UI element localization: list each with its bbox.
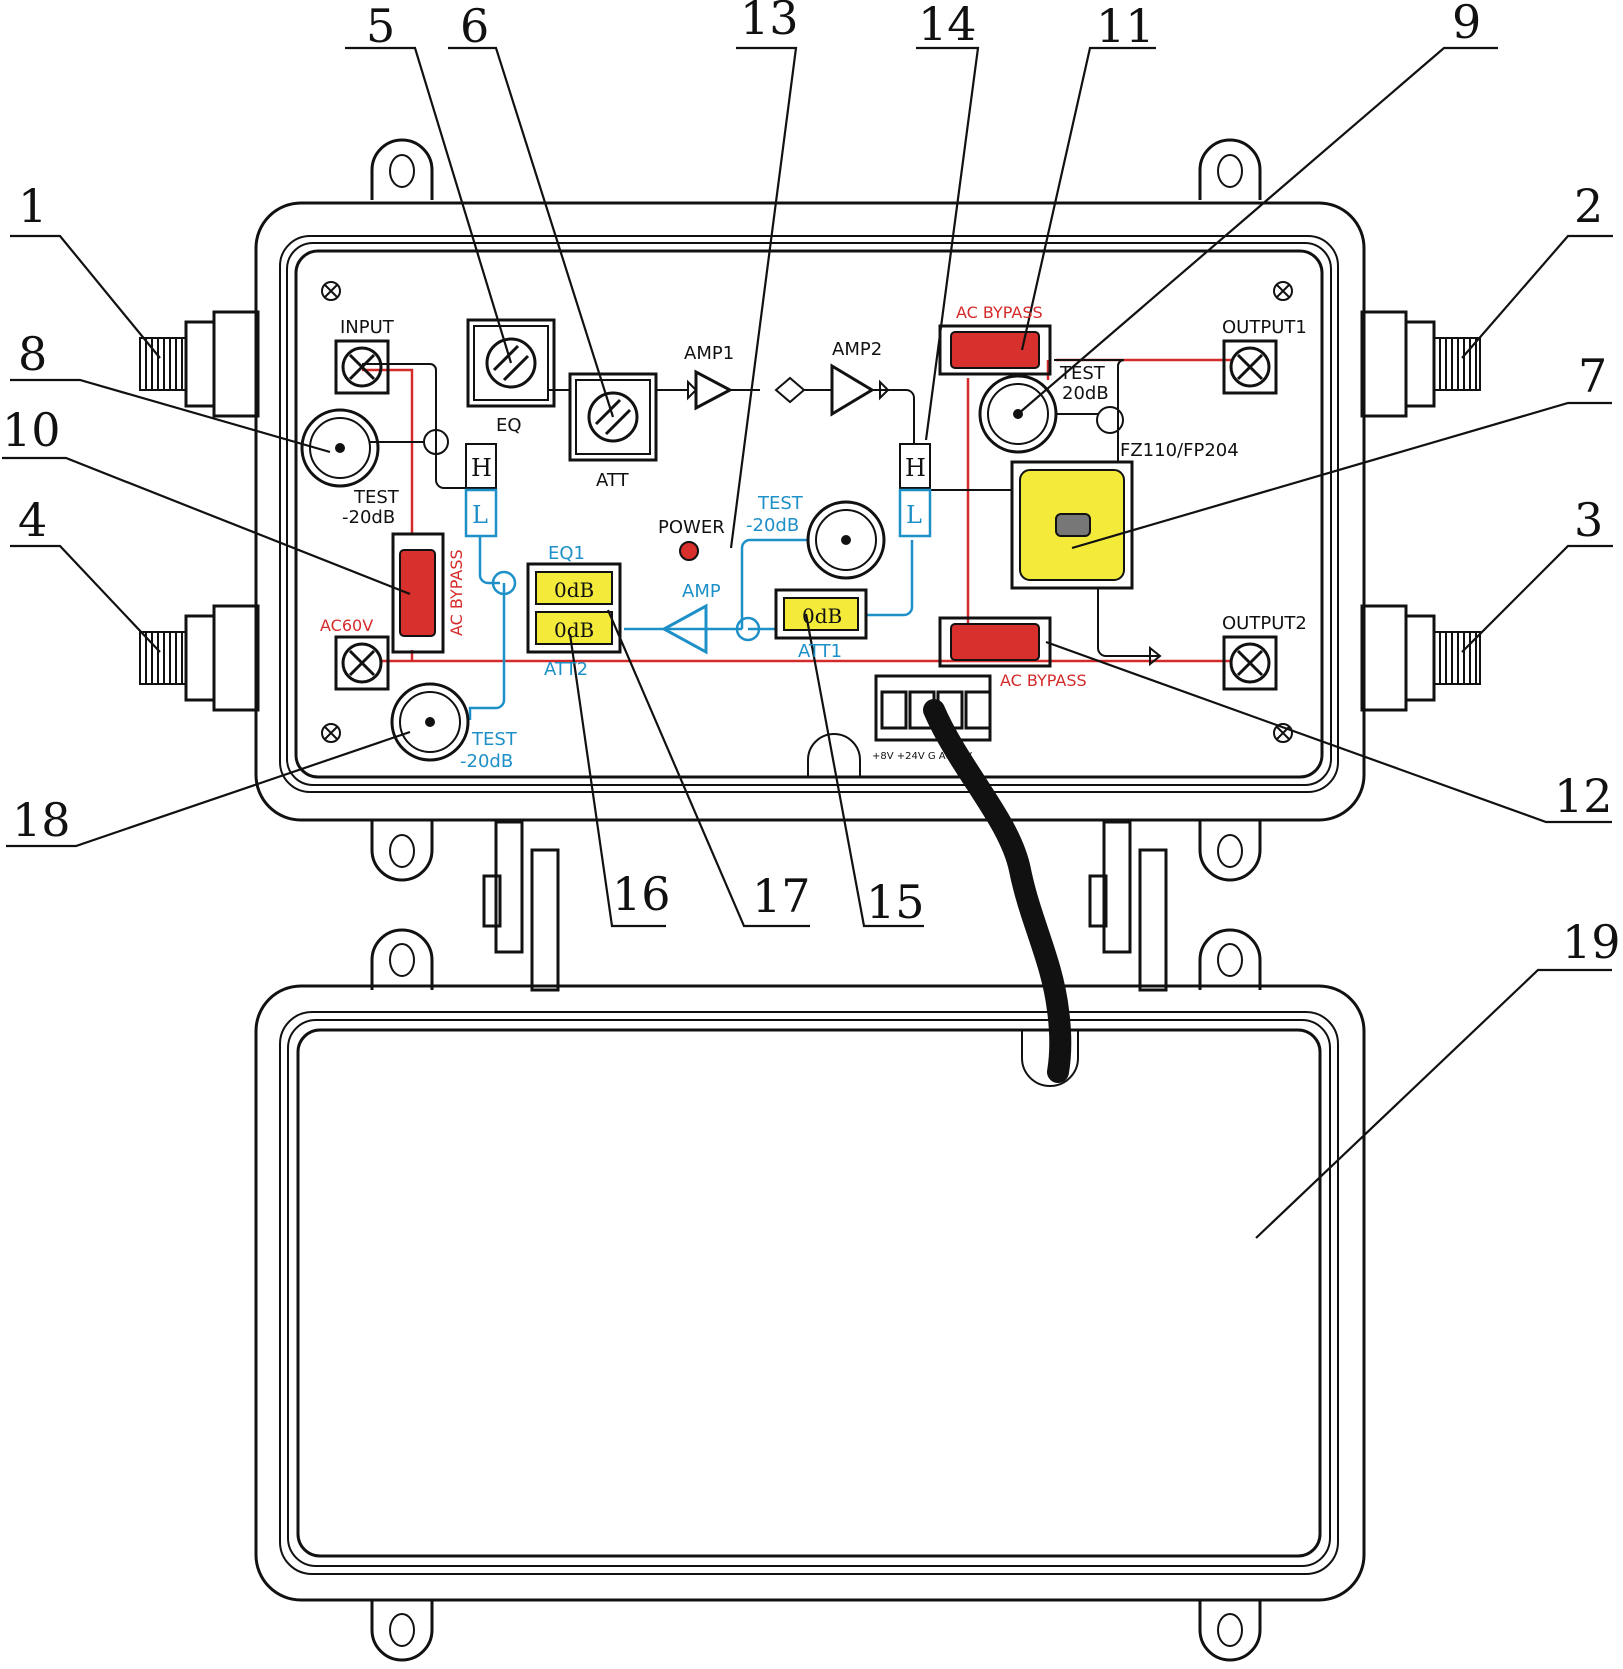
output2-port <box>1222 635 1278 691</box>
connector-4 <box>139 604 260 712</box>
return-amp-label: AMP <box>682 581 721 602</box>
callout-8: 8 <box>18 327 47 381</box>
eq-label: EQ <box>496 415 522 436</box>
connector-2 <box>1360 310 1481 418</box>
amp2-symbol <box>830 363 875 417</box>
power-cable <box>923 699 1072 1083</box>
att2-value: 0dB <box>554 618 594 642</box>
output1-label: OUTPUT1 <box>1222 317 1307 338</box>
callout-1: 1 <box>18 179 47 233</box>
amp1-label: AMP1 <box>684 343 734 364</box>
plugin-att1 <box>774 588 868 640</box>
output1-port <box>1222 339 1278 395</box>
leader-lines <box>2 46 1613 1239</box>
hinges <box>482 820 1168 992</box>
att-knob <box>568 372 658 462</box>
ac60v-label: AC60V <box>320 616 373 635</box>
test-point-input <box>300 408 380 488</box>
test-db-label-mid: -20dB <box>746 515 799 536</box>
output2-label: OUTPUT2 <box>1222 613 1307 634</box>
panel-labels: INPUT OUTPUT1 OUTPUT2 EQ ATT AMP1 AMP2 P… <box>320 303 1307 772</box>
eq-knob <box>466 318 556 408</box>
splitter-model-label: FZ110/FP204 <box>1120 440 1239 461</box>
ac-bypass-input <box>391 532 445 654</box>
connector-1 <box>139 310 260 418</box>
callout-15: 15 <box>866 875 925 929</box>
callout-16: 16 <box>612 867 671 921</box>
lid <box>254 984 1366 1602</box>
return-couplers <box>491 570 761 642</box>
test-db-label-return: -20dB <box>460 751 513 772</box>
callout-numbers: 1 2 3 4 5 6 7 8 9 10 11 12 13 14 15 16 1… <box>2 0 1621 969</box>
return-amp-symbol <box>660 603 708 655</box>
callout-2: 2 <box>1574 179 1603 233</box>
att-label: ATT <box>596 470 630 491</box>
input-label: INPUT <box>340 317 395 338</box>
test-point-mid <box>806 500 886 580</box>
diplexer-output <box>898 443 932 538</box>
test-label-return: TEST <box>471 729 518 750</box>
callout-10: 10 <box>2 403 61 457</box>
plugin-eq1-att2 <box>526 562 622 654</box>
callout-13: 13 <box>740 0 799 45</box>
callout-17: 17 <box>752 869 811 923</box>
callout-3: 3 <box>1574 493 1603 547</box>
callout-18: 18 <box>12 793 71 847</box>
att1-value: 0dB <box>802 604 842 628</box>
top-housing <box>254 201 1366 822</box>
diplexer-input <box>464 443 498 538</box>
diplexer-input-h: H <box>471 454 492 482</box>
terminal-block <box>874 674 992 742</box>
ac-bypass-output2 <box>938 616 1052 668</box>
corner-screws <box>321 281 1293 743</box>
callout-11: 11 <box>1096 0 1155 53</box>
test-label-input: TEST <box>353 487 400 508</box>
callout-19: 19 <box>1562 915 1621 969</box>
amp1-symbol <box>694 369 734 411</box>
power-led <box>679 541 699 561</box>
ac-bypass-label-top: AC BYPASS <box>956 303 1043 322</box>
ac-bypass-output1 <box>938 324 1052 376</box>
diplexer-input-l: L <box>472 501 488 529</box>
test-label-mid: TEST <box>757 493 804 514</box>
test-point-return <box>390 682 470 762</box>
callout-4: 4 <box>18 493 47 547</box>
blue-wiring <box>468 535 914 720</box>
main-signal-path <box>362 359 1162 667</box>
callout-7: 7 <box>1578 349 1607 403</box>
lid-mounting-ears <box>370 928 1262 1662</box>
diplexer-output-l: L <box>906 501 922 529</box>
callout-12: 12 <box>1554 769 1613 823</box>
att2-label: ATT2 <box>544 659 588 680</box>
power-label: POWER <box>658 517 725 538</box>
test-point-output1 <box>978 374 1058 454</box>
ac60v-port <box>334 635 390 691</box>
amp2-label: AMP2 <box>832 339 882 360</box>
eq1-label: EQ1 <box>548 543 585 564</box>
callout-5: 5 <box>366 0 395 53</box>
callout-6: 6 <box>460 0 489 53</box>
diplexer-output-h: H <box>905 454 926 482</box>
test-label-output: TEST <box>1059 363 1106 384</box>
input-port <box>334 339 390 395</box>
ac-bypass-label-left: AC BYPASS <box>447 549 466 636</box>
ac-bypass-label-bottom: AC BYPASS <box>1000 671 1087 690</box>
callout-9: 9 <box>1452 0 1481 49</box>
att1-label: ATT1 <box>798 641 842 662</box>
connector-3 <box>1360 604 1481 712</box>
callout-14: 14 <box>918 0 977 51</box>
test-db-label-input: -20dB <box>342 507 395 528</box>
eq1-value: 0dB <box>554 578 594 602</box>
mounting-ears-top <box>370 138 1262 882</box>
splitter-module <box>1010 460 1134 590</box>
terminal-label: +8V +24V G AC60V <box>872 751 972 762</box>
test-db-label-output: 20dB <box>1062 383 1109 404</box>
